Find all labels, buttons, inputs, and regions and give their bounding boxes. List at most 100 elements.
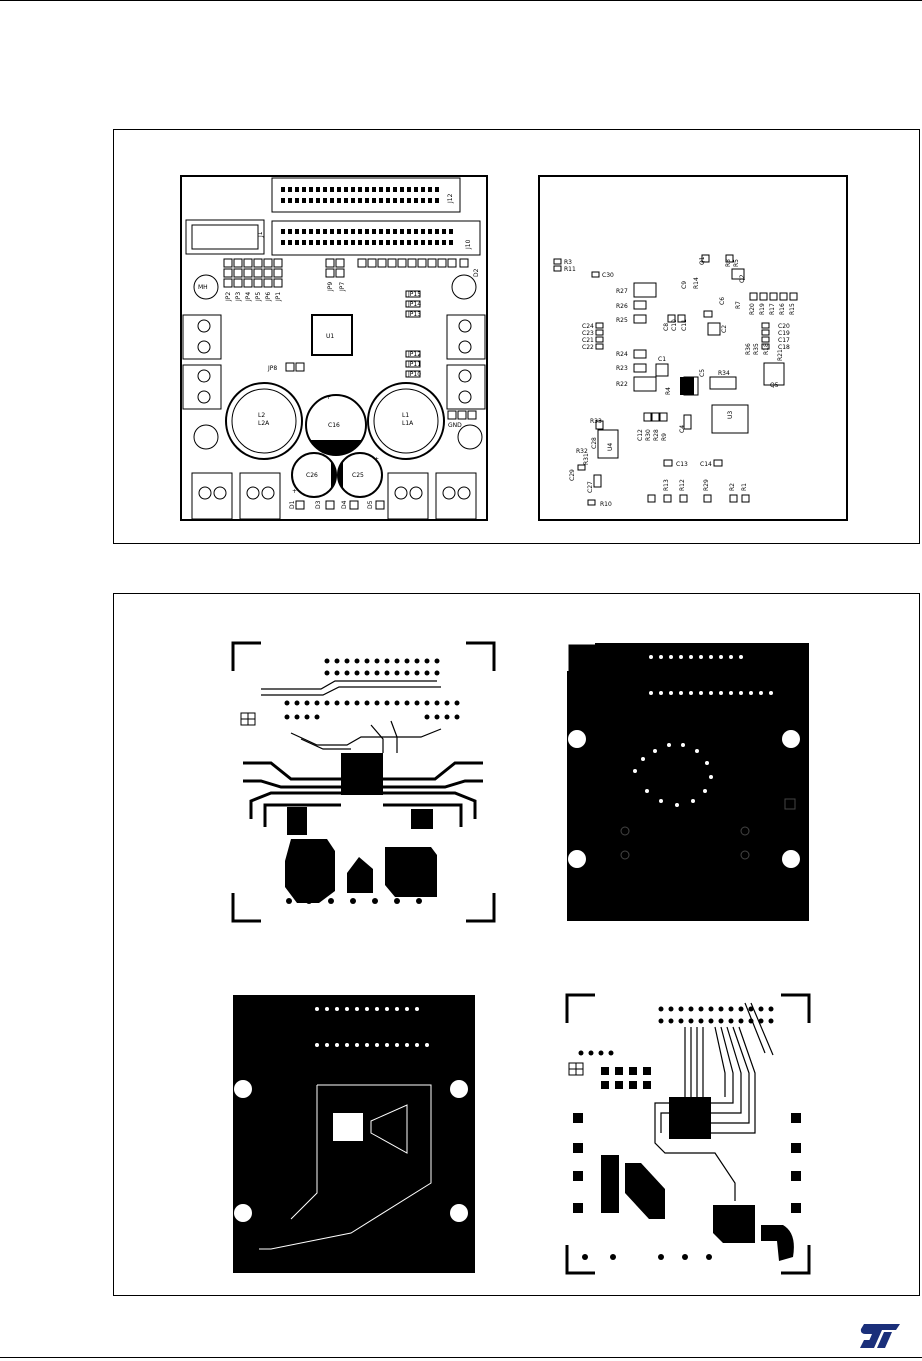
label-d3: D3	[315, 500, 322, 509]
label-jp10: JP10	[407, 371, 421, 378]
label-r20: R20	[749, 303, 756, 315]
label-jp13: JP13	[407, 311, 421, 318]
label-j10: J10	[465, 239, 472, 250]
label-d2: D2	[473, 268, 480, 277]
label-r9: R9	[661, 433, 668, 441]
copper-layers-figure-frame	[113, 593, 920, 1296]
label-r30: R30	[645, 429, 652, 441]
label-c24: C24	[582, 323, 594, 330]
silkscreen-figure-frame	[113, 129, 920, 544]
label-r24: R24	[616, 351, 628, 358]
label-c3: C3	[685, 385, 692, 393]
label-jp8: JP8	[267, 365, 277, 372]
label-r1: R1	[741, 483, 748, 491]
label-d5: D5	[367, 500, 374, 509]
label-q2: Q2	[739, 274, 746, 283]
label-c2: C2	[721, 325, 728, 333]
label-r7: R7	[735, 301, 742, 309]
label-c1: C1	[658, 356, 666, 363]
label-r22: R22	[616, 381, 628, 388]
label-r3: R3	[564, 259, 572, 266]
label-jp9: JP9	[327, 282, 334, 292]
label-l2: L2	[258, 412, 265, 419]
label-c23: C23	[582, 330, 594, 337]
label-r21: R21	[777, 349, 784, 361]
label-plus-c25: +	[374, 456, 379, 463]
label-c11: C11	[681, 319, 688, 331]
silkscreen-top-panel: J12 J10 J1 JP2 JP3 JP4 JP5 JP6 JP1 JP9 J…	[180, 175, 488, 521]
label-c20: C20	[778, 323, 790, 330]
label-r26: R26	[616, 303, 628, 310]
label-c13: C13	[676, 461, 688, 468]
label-c29: C29	[569, 469, 576, 481]
label-c14: C14	[700, 461, 712, 468]
copper-layer-inner2-panel	[231, 993, 477, 1275]
label-c12: C12	[637, 429, 644, 441]
label-jp14: JP14	[407, 301, 421, 308]
label-jp5: JP5	[255, 292, 262, 302]
label-r33: R33	[590, 418, 602, 425]
label-q5: Q5	[770, 382, 779, 389]
label-c18: C18	[778, 344, 790, 351]
label-c27: C27	[587, 481, 594, 493]
label-r28: R28	[653, 429, 660, 441]
label-c22: C22	[582, 344, 594, 351]
label-j12: J12	[447, 193, 454, 204]
label-c17: C17	[778, 337, 790, 344]
label-jp2: JP2	[225, 292, 232, 302]
label-r23: R23	[616, 365, 628, 372]
label-r35: R35	[753, 343, 760, 355]
label-c21: C21	[582, 337, 594, 344]
label-jp6: JP6	[265, 292, 272, 302]
label-c9: C9	[681, 281, 688, 289]
label-jp12: JP12	[407, 351, 421, 358]
label-jp15: JP15	[407, 291, 421, 298]
label-c8: C8	[663, 323, 670, 331]
header-rule	[0, 0, 922, 1]
label-r27: R27	[616, 288, 628, 295]
label-d4: D4	[341, 500, 348, 509]
label-mh: MH	[198, 284, 208, 291]
label-r5: R5	[733, 259, 740, 267]
label-c16: C16	[328, 422, 340, 429]
label-l2a: L2A	[258, 420, 270, 427]
label-r11: R11	[564, 266, 576, 273]
label-c28: C28	[591, 437, 598, 449]
label-r8: R8	[725, 259, 732, 267]
label-r25: R25	[616, 317, 628, 324]
footer-rule	[0, 1357, 922, 1358]
label-r29: R29	[703, 479, 710, 491]
copper-layer-inner1-panel	[565, 641, 811, 923]
label-plus-c26: +	[292, 488, 297, 495]
label-jp4: JP4	[245, 292, 252, 302]
label-r32: R32	[576, 448, 588, 455]
label-r34: R34	[718, 370, 730, 377]
label-plus-c16: +	[326, 394, 331, 401]
copper-layer-top-panel	[231, 641, 496, 923]
label-c26: C26	[306, 472, 318, 479]
label-r14: R14	[693, 277, 700, 289]
label-u1: U1	[326, 333, 334, 340]
label-gnd: GND	[448, 422, 462, 429]
label-c4: C4	[679, 425, 686, 433]
label-r17: R17	[769, 303, 776, 315]
label-r18: R18	[763, 343, 770, 355]
label-j1: J1	[257, 231, 264, 238]
label-u3: U3	[727, 411, 734, 419]
label-r31: R31	[583, 453, 590, 465]
copper-layer-bottom-panel	[565, 993, 811, 1275]
label-q1: Q1	[699, 256, 706, 265]
label-jp7: JP7	[339, 282, 346, 292]
label-u4: U4	[607, 443, 614, 451]
label-r19: R19	[759, 303, 766, 315]
label-jp3: JP3	[235, 292, 242, 302]
label-l1: L1	[402, 412, 409, 419]
label-r10: R10	[600, 501, 612, 508]
label-r12: R12	[679, 479, 686, 491]
label-r13: R13	[663, 479, 670, 491]
st-logo-icon	[858, 1322, 902, 1350]
label-d1: D1	[289, 500, 296, 509]
label-r16: R16	[779, 303, 786, 315]
label-r2: R2	[729, 483, 736, 491]
label-c5: C5	[699, 369, 706, 377]
